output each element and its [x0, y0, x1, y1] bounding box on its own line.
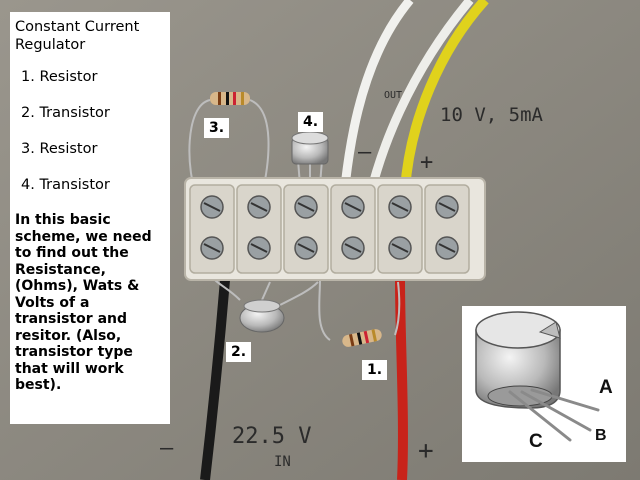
transistor-2-leads: [214, 279, 319, 306]
out-label: OUT: [384, 90, 403, 101]
list-item: 3. Resistor: [21, 141, 98, 157]
list-item: 4. Transistor: [21, 177, 110, 193]
input-label: IN: [274, 454, 291, 470]
list-item: 2. Transistor: [21, 105, 110, 121]
list-item: 1. Resistor: [21, 69, 98, 85]
input-voltage: 22.5 V: [232, 424, 312, 449]
output-rating: 10 V, 5mA: [440, 104, 543, 126]
minus-bottom: —: [160, 436, 174, 461]
tag-transistor-4: 4.: [298, 112, 324, 132]
minus-top: –: [358, 140, 372, 165]
pin-label-c: C: [529, 431, 543, 452]
panel-title: Constant Current Regulator: [15, 19, 140, 53]
terminal-block: [184, 177, 486, 281]
tag-resistor-3: 3.: [204, 118, 230, 138]
description-panel: Constant Current Regulator 1. Resistor 2…: [10, 12, 170, 424]
resistor-3: [210, 92, 250, 105]
red-wire: [395, 279, 408, 480]
resistor-1: [342, 329, 382, 347]
transistor-2: [239, 299, 285, 333]
pin-label-b: B: [595, 427, 607, 444]
plus-bottom: +: [418, 436, 434, 466]
panel-description: In this basic scheme, we need to find ou…: [15, 212, 152, 393]
tag-resistor-1: 1.: [362, 360, 388, 380]
black-wire: [200, 279, 230, 480]
tag-transistor-2: 2.: [226, 342, 252, 362]
resistor-1-leads: [318, 279, 401, 341]
plus-top: +: [420, 150, 434, 175]
pin-label-a: A: [599, 377, 613, 398]
inset-transistor-drawing: [462, 306, 626, 462]
transistor-4: [291, 131, 329, 165]
yellow-wire: [400, 0, 489, 191]
